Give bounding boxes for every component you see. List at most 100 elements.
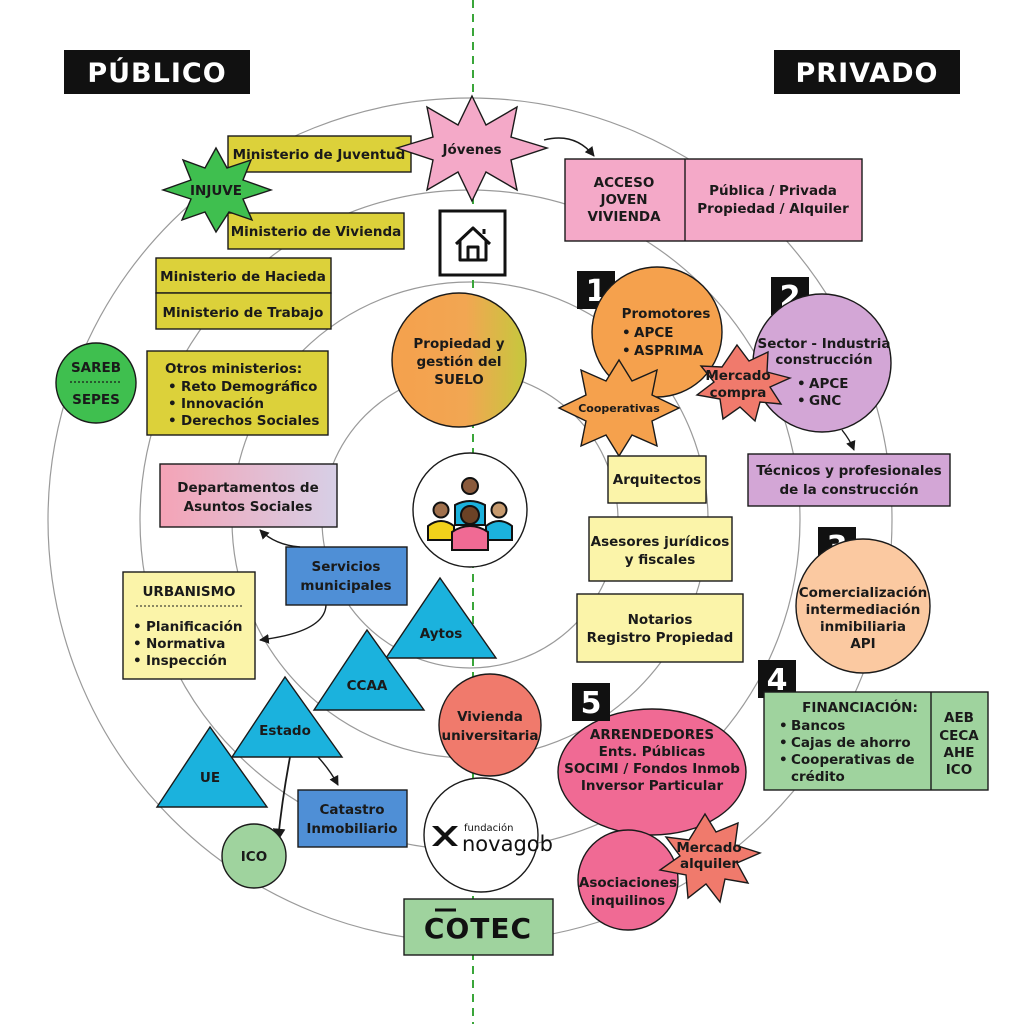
tecnicos-line-2: de la construcción — [779, 482, 918, 498]
urbanismo-bullet-1: • — [133, 619, 142, 635]
cooperativas-star[interactable]: Cooperativas — [557, 358, 681, 458]
acceso-line-1: ACCESO — [594, 175, 655, 191]
asociaciones-circle[interactable]: Asociaciones inquilinos — [577, 829, 679, 931]
publica-line-2: Propiedad / Alquiler — [697, 201, 849, 217]
arrendedores-ellipse[interactable]: ARRENDEDORES Ents. Públicas SOCIMI / Fon… — [557, 708, 747, 836]
financiacion-title: FINANCIACIÓN: — [802, 698, 918, 716]
asociaciones-line-2: inquilinos — [591, 893, 665, 909]
asuntos-line-1: Departamentos de — [177, 480, 318, 496]
ministerio-trabajo-label: Ministerio de Trabajo — [163, 305, 324, 321]
home-icon-box — [438, 209, 507, 277]
mercado-alquiler-line-2: alquiler — [680, 856, 738, 872]
ministerio-juventud-box[interactable]: Ministerio de Juventud — [227, 135, 412, 173]
ministerio-hacienda-label: Ministerio de Hacieda — [160, 269, 326, 285]
mercado-alquiler-line-1: Mercado — [676, 840, 741, 856]
otros-ministerios-box[interactable]: Otros ministerios: • Reto Demográfico • … — [146, 350, 329, 436]
sepes-label: SEPES — [72, 392, 120, 408]
comercializacion-circle[interactable]: Comercialización intermediación inmibili… — [795, 538, 931, 674]
ico-label: ICO — [241, 849, 267, 865]
jovenes-star[interactable]: Jóvenes — [394, 94, 550, 203]
suelo-line-1: Propiedad y — [413, 336, 504, 352]
ministerio-juventud-label: Ministerio de Juventud — [233, 147, 406, 163]
private-header: PRIVADO — [774, 50, 960, 94]
asesores-line-2: y fiscales — [625, 552, 695, 568]
financiacion-box[interactable]: FINANCIACIÓN: • Bancos • Cajas de ahorro… — [763, 691, 989, 791]
servicios-line-1: Servicios — [312, 559, 381, 575]
urbanismo-item-1: Planificación — [146, 619, 243, 635]
comercializacion-line-1: Comercialización — [799, 585, 928, 601]
urbanismo-bullet-3: • — [133, 653, 142, 669]
ue-triangle[interactable]: UE — [155, 725, 269, 808]
acceso-joven-box[interactable]: ACCESO JOVEN VIVIENDA Pública / Privada … — [564, 158, 863, 242]
asuntos-sociales-box[interactable]: Departamentos de Asuntos Sociales — [159, 463, 338, 528]
otros-item-1: Reto Demográfico — [181, 379, 317, 395]
injuve-star[interactable]: INJUVE — [160, 146, 274, 234]
estado-label: Estado — [259, 723, 311, 739]
cotec-logo-box: COTEC — [403, 898, 554, 956]
fin-item-2: Cajas de ahorro — [791, 735, 911, 751]
asociaciones-line-1: Asociaciones — [579, 875, 677, 891]
mercado-compra-star[interactable]: Mercado compra — [695, 343, 793, 423]
fin-side-1: AEB — [944, 710, 974, 726]
arrendedores-line-2: Ents. Públicas — [599, 744, 706, 760]
notarios-box[interactable]: Notarios Registro Propiedad — [576, 593, 744, 663]
ico-circle[interactable]: ICO — [221, 823, 287, 889]
sector-line-1: Sector - Industria — [757, 336, 890, 352]
fin-bullet-2: • — [779, 735, 788, 751]
badge-5-label: 5 — [581, 686, 602, 721]
vivienda-univ-line-2: universitaria — [441, 728, 538, 744]
urbanismo-box[interactable]: URBANISMO • Planificación • Normativa • … — [122, 571, 256, 680]
badge-4-label: 4 — [767, 663, 788, 698]
otros-bullet-1: • — [168, 379, 177, 395]
public-header-label: PÚBLICO — [87, 57, 226, 89]
arquitectos-box[interactable]: Arquitectos — [607, 455, 707, 504]
notarios-line-1: Notarios — [628, 612, 693, 628]
fin-side-3: AHE — [944, 745, 975, 761]
promotores-circle[interactable]: Promotores • APCE • ASPRIMA — [591, 266, 723, 398]
catastro-box[interactable]: Catastro Inmobiliario — [297, 789, 408, 848]
sector-bullet-2: • — [797, 393, 806, 409]
sector-bullet-1: • — [797, 376, 806, 392]
servicios-municipales-box[interactable]: Servicios municipales — [285, 546, 408, 606]
mercado-alquiler-star[interactable]: Mercado alquiler — [658, 812, 762, 904]
arrendedores-line-1: ARRENDEDORES — [590, 727, 714, 743]
ministerio-vivienda-box[interactable]: Ministerio de Vivienda — [227, 212, 405, 250]
otros-item-2: Innovación — [181, 396, 264, 412]
vivienda-univ-line-1: Vivienda — [457, 709, 523, 725]
fin-item-3: Cooperativas de — [791, 752, 915, 768]
vivienda-universitaria-circle[interactable]: Vivienda universitaria — [438, 673, 542, 777]
ccaa-triangle[interactable]: CCAA — [312, 628, 426, 711]
suelo-line-2: gestión del — [417, 354, 502, 370]
novagob-small: fundación — [464, 822, 513, 834]
ccaa-label: CCAA — [347, 678, 388, 694]
urbanismo-item-3: Inspección — [146, 653, 227, 669]
sector-item-2: GNC — [809, 393, 841, 409]
sector-circle[interactable]: Sector - Industria construcción • APCE •… — [752, 293, 892, 433]
asesores-box[interactable]: Asesores jurídicos y fiscales — [588, 516, 733, 582]
ministerio-trabajo-box[interactable]: Ministerio de Trabajo — [155, 292, 332, 330]
sareb-label: SAREB — [71, 360, 121, 376]
ministerio-hacienda-box[interactable]: Ministerio de Hacieda — [155, 257, 332, 294]
jovenes-to-acceso-arrow — [543, 137, 595, 157]
sector-item-1: APCE — [809, 376, 848, 392]
fin-item-1: Bancos — [791, 718, 845, 734]
arrendedores-line-3: SOCIMI / Fondos Inmob — [564, 761, 740, 777]
urbanismo-bullet-2: • — [133, 636, 142, 652]
mercado-compra-line-1: Mercado — [705, 368, 770, 384]
sareb-sepes-circle[interactable]: SAREB SEPES — [55, 342, 137, 424]
fin-bullet-1: • — [779, 718, 788, 734]
comercializacion-line-3: inmibiliaria — [820, 619, 906, 635]
tecnicos-box[interactable]: Técnicos y profesionales de la construcc… — [747, 453, 951, 507]
servicios-to-urbanismo-arrow — [259, 604, 327, 644]
injuve-label: INJUVE — [190, 183, 242, 199]
public-header: PÚBLICO — [64, 50, 250, 94]
estado-to-ico-arrow — [272, 756, 291, 842]
badge-5: 5 — [572, 683, 610, 721]
comercializacion-line-4: API — [850, 636, 875, 652]
comercializacion-line-2: intermediación — [806, 602, 921, 618]
aytos-triangle[interactable]: Aytos — [384, 576, 498, 659]
estado-triangle[interactable]: Estado — [230, 675, 344, 758]
novagob-mark — [432, 826, 458, 846]
aytos-label: Aytos — [420, 626, 463, 642]
suelo-circle[interactable]: Propiedad y gestión del SUELO — [391, 292, 527, 428]
